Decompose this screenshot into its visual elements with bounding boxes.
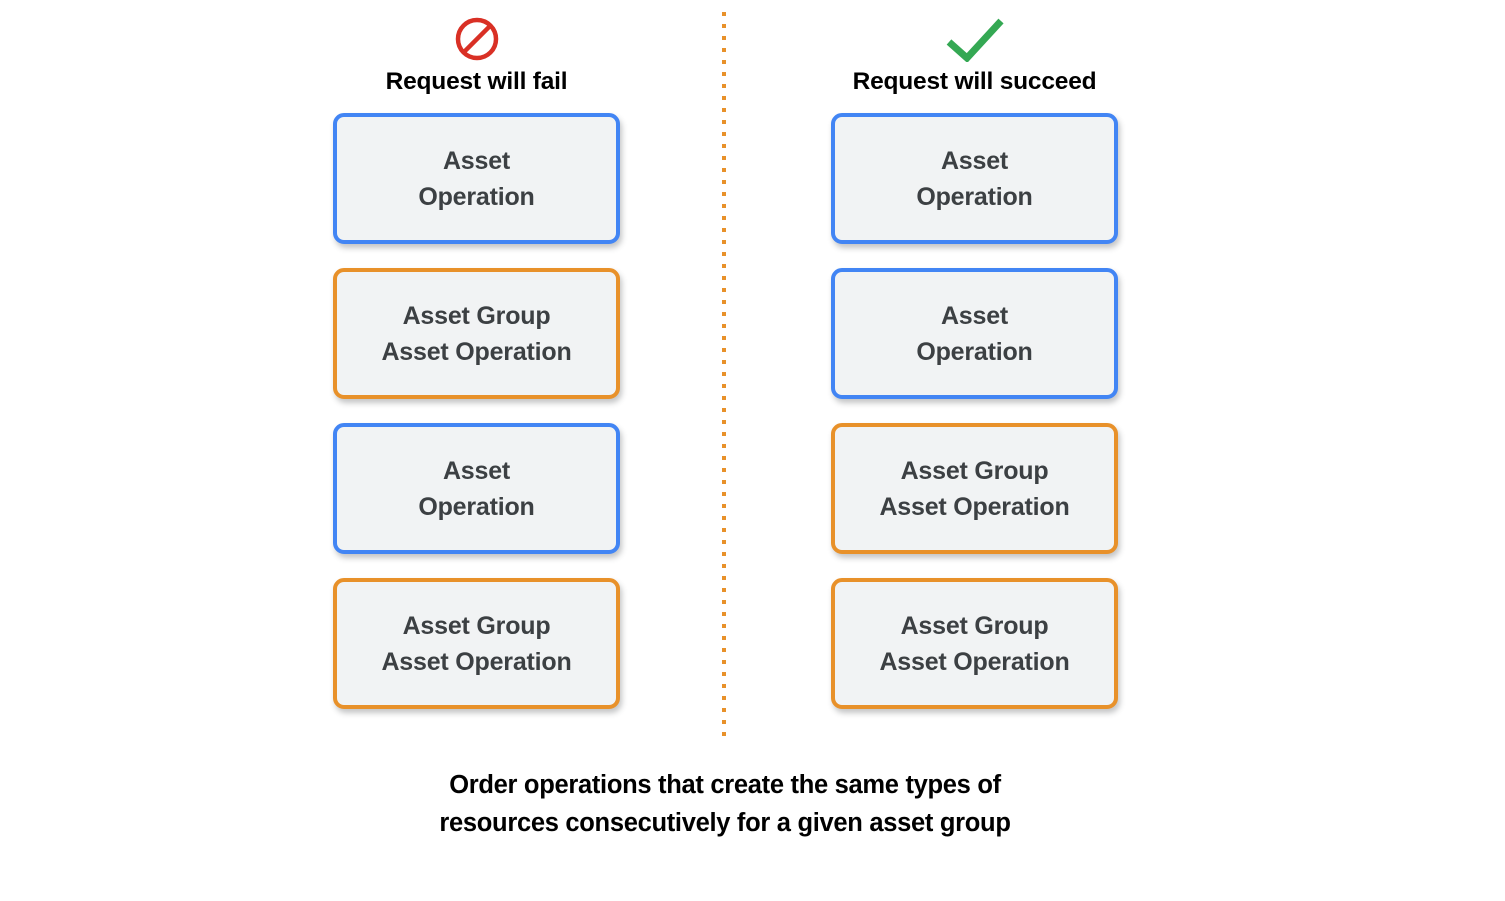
card-line: Asset Operation [879,647,1070,676]
card-stack-succeed: Asset Operation Asset Operation Asset Gr… [831,113,1118,709]
column-header-succeed: Request will succeed [771,14,1178,96]
card-line: Asset Operation [381,337,572,366]
operation-card[interactable]: Asset Operation [333,423,620,554]
card-line: Asset Group [402,301,551,330]
card-line: Operation [916,337,1033,366]
checkmark-icon [771,14,1178,64]
column-divider [722,12,726,738]
operation-card[interactable]: Asset Group Asset Operation [333,578,620,709]
card-line: Asset Group [900,611,1049,640]
card-line: Operation [916,182,1033,211]
operation-card[interactable]: Asset Operation [333,113,620,244]
card-line: Operation [418,492,535,521]
operation-card[interactable]: Asset Group Asset Operation [333,268,620,399]
column-header-fail: Request will fail [273,14,680,96]
card-line: Operation [418,182,535,211]
card-line: Asset Operation [879,492,1070,521]
card-line: Asset [940,146,1009,175]
card-line: Asset Group [402,611,551,640]
card-stack-fail: Asset Operation Asset Group Asset Operat… [333,113,620,709]
operation-card[interactable]: Asset Group Asset Operation [831,423,1118,554]
column-header-label-fail: Request will fail [385,68,568,95]
card-line: Asset [442,456,511,485]
card-line: Asset [442,146,511,175]
caption-line-2: resources consecutively for a given asse… [439,809,1011,837]
card-line: Asset [940,301,1009,330]
operation-card[interactable]: Asset Operation [831,268,1118,399]
diagram-caption: Order operations that create the same ty… [0,766,1450,842]
card-line: Asset Group [900,456,1049,485]
card-line: Asset Operation [381,647,572,676]
operation-card[interactable]: Asset Operation [831,113,1118,244]
prohibition-icon [273,14,680,64]
operation-card[interactable]: Asset Group Asset Operation [831,578,1118,709]
column-header-label-succeed: Request will succeed [852,68,1097,95]
caption-line-1: Order operations that create the same ty… [449,771,1001,799]
